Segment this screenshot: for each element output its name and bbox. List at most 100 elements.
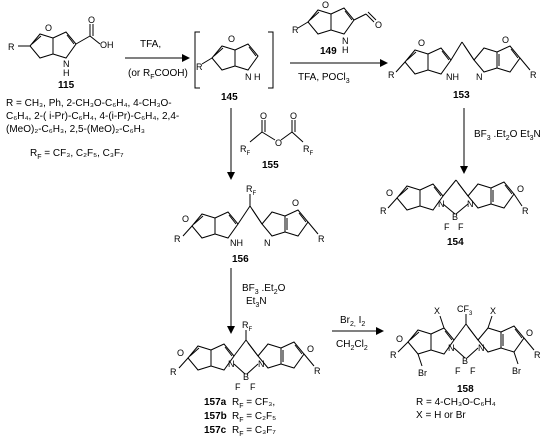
atom-CF3: CF3 xyxy=(457,304,473,317)
reagent-ch2cl2: CH2Cl2 xyxy=(336,339,368,352)
atom-R: R xyxy=(314,366,321,376)
atom-RF: RF xyxy=(242,320,253,333)
reagent-tfa-pocl3: TFA, POCl3 xyxy=(298,72,350,85)
atom-O: O xyxy=(396,334,403,344)
atom-O: O xyxy=(45,23,52,33)
compound-156-structure: RF O O NH N R R 156 xyxy=(174,184,325,265)
atom-N: N xyxy=(478,343,485,353)
atom-N: N xyxy=(467,199,474,209)
arrow-157-to-158: Br2, I2 CH2Cl2 xyxy=(332,315,384,352)
variant-157a: RF = CF₃, xyxy=(232,397,275,410)
atom-F: F xyxy=(470,366,476,376)
reagent-bf3: BF3 .Et2O xyxy=(242,283,286,296)
compound-153-label: 153 xyxy=(453,90,470,101)
atom-N: N xyxy=(63,59,70,69)
atom-O: O xyxy=(526,328,533,338)
substituent-line-3: (MeO)₂-C₆H₃, 2,5-(MeO)₂-C₆H₃ xyxy=(6,124,145,135)
atom-R: R xyxy=(318,234,325,244)
substituent-line-1: R = CH₃, Ph, 2-CH₃O-C₆H₄, 4-CH₃O- xyxy=(6,98,172,109)
atom-O: O xyxy=(275,138,282,148)
atom-O: O xyxy=(307,344,314,354)
compound-157a-label: 157a xyxy=(204,397,227,408)
atom-O: O xyxy=(386,188,393,198)
atom-N: N xyxy=(258,359,265,369)
arrow-115-to-145: TFA, (or RFCOOH) xyxy=(125,39,190,81)
atom-RF: RF xyxy=(246,184,257,197)
atom-F: F xyxy=(235,382,241,392)
atom-O: O xyxy=(260,111,267,121)
atom-R: R xyxy=(196,62,203,72)
atom-O: O xyxy=(182,214,189,224)
substituent-line-2: C₆H₄, 2-( i-Pr)-C₆H₄, 4-(i-Pr)-C₆H₄, 2,4… xyxy=(6,111,179,122)
atom-F: F xyxy=(455,366,461,376)
compound-115-structure: R O O N H OH 115 xyxy=(8,15,114,91)
atom-O: O xyxy=(290,111,297,121)
reagent-br2-i2: Br2, I2 xyxy=(340,315,365,328)
atom-H: H xyxy=(342,45,349,55)
atom-R: R xyxy=(530,70,537,80)
compound-158-structure: X X CF3 O O N N B F F Br Br R R 158 R = … xyxy=(390,304,541,421)
atom-N: N xyxy=(438,199,445,209)
compound-157-variants: 157a RF = CF₃, 157b RF = C₂F₅ 157c RF = … xyxy=(204,397,276,438)
atom-F: F xyxy=(250,382,256,392)
atom-O: O xyxy=(177,348,184,358)
compound-153-structure: O O NH N R R 153 xyxy=(388,35,537,101)
compound-149-label: 149 xyxy=(320,46,337,57)
atom-O: O xyxy=(418,38,425,48)
atom-O: O xyxy=(517,184,524,194)
reagent-bf3-et3n: BF3 .Et2O Et3N xyxy=(474,129,541,142)
atom-O: O xyxy=(322,0,329,10)
compound-145-structure: O N H R 145 xyxy=(194,31,274,103)
atom-R: R xyxy=(522,206,529,216)
atom-RF: RF xyxy=(303,144,314,157)
atom-X: X xyxy=(490,306,496,316)
atom-Br: Br xyxy=(418,368,427,378)
arrow-153-to-154: BF3 .Et2O Et3N xyxy=(460,108,541,174)
atom-N: N xyxy=(476,72,483,82)
atom-RF: RF xyxy=(240,144,251,157)
atom-O: O xyxy=(88,15,95,25)
arrow-145-to-153: TFA, POCl3 xyxy=(290,59,388,85)
variant-157b: RF = C₂F₅ xyxy=(232,411,276,424)
reagent-tfa: TFA, xyxy=(140,39,161,50)
atom-O: O xyxy=(502,35,509,45)
compound-157c-label: 157c xyxy=(204,425,227,436)
atom-O: O xyxy=(375,20,382,30)
compound-115-label: 115 xyxy=(58,80,75,91)
legend-158-r: R = 4-CH₃O-C₆H₄ xyxy=(416,397,496,408)
atom-R: R xyxy=(388,70,395,80)
atom-B: B xyxy=(452,212,458,222)
atom-H: H xyxy=(254,72,261,82)
compound-149-structure: O O R N H 149 xyxy=(292,0,382,57)
atom-O: O xyxy=(228,34,235,44)
reagent-et3n: Et3N xyxy=(246,296,267,309)
substituent-list: R = CH₃, Ph, 2-CH₃O-C₆H₄, 4-CH₃O- C₆H₄, … xyxy=(6,98,179,161)
atom-N: N xyxy=(245,72,252,82)
atom-R: R xyxy=(390,350,397,360)
compound-154-structure: O O N N B F F R R 154 xyxy=(380,179,529,248)
atom-NH: NH xyxy=(446,72,459,82)
compound-157b-label: 157b xyxy=(204,411,227,422)
atom-N: N xyxy=(342,36,349,46)
compound-157-structure: RF O O N N B F F R R xyxy=(170,320,321,392)
atom-X: X xyxy=(434,306,440,316)
compound-155-structure: O O O RF RF 155 xyxy=(240,111,314,171)
atom-R: R xyxy=(380,206,387,216)
compound-155-label: 155 xyxy=(262,160,279,171)
atom-R: R xyxy=(8,42,15,52)
atom-B: B xyxy=(243,372,249,382)
variant-157c: RF = C₃F₇ xyxy=(232,425,276,438)
compound-154-label: 154 xyxy=(447,237,464,248)
atom-NH: NH xyxy=(230,238,243,248)
arrow-145-to-156 xyxy=(227,108,235,180)
atom-F: F xyxy=(458,222,464,232)
atom-OH: OH xyxy=(100,40,114,50)
atom-N: N xyxy=(264,238,271,248)
atom-B: B xyxy=(462,356,468,366)
atom-R: R xyxy=(170,367,177,377)
atom-R: R xyxy=(534,350,541,360)
atom-R: R xyxy=(174,234,181,244)
compound-145-label: 145 xyxy=(221,92,238,103)
atom-R: R xyxy=(292,25,299,35)
legend-158-x: X = H or Br xyxy=(416,410,466,421)
